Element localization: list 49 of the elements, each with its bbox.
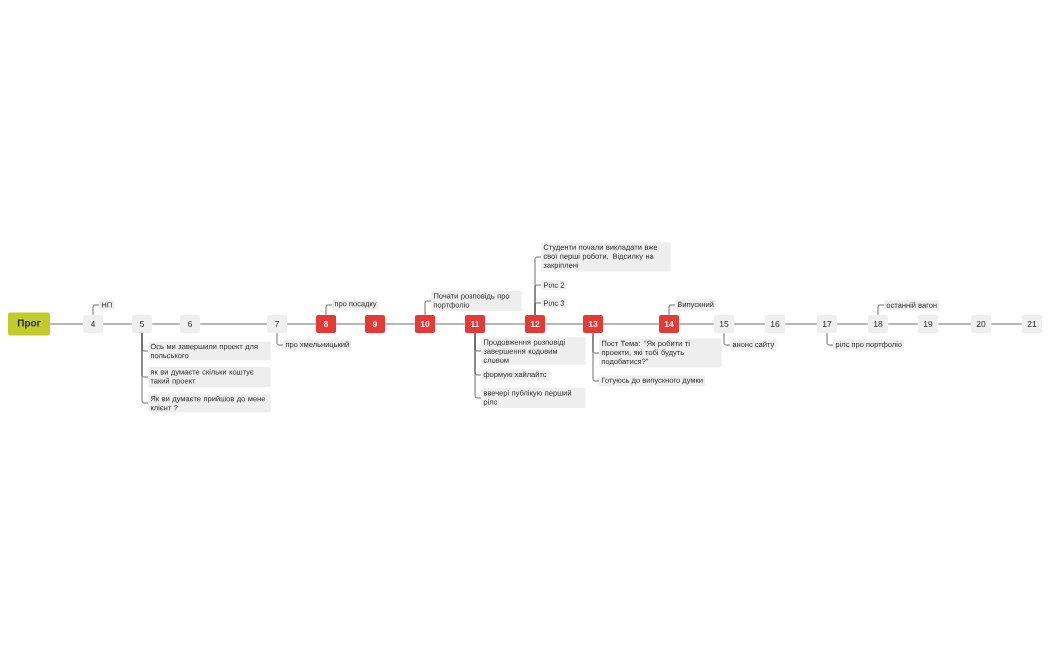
connector-line bbox=[784, 323, 818, 325]
connector-line bbox=[286, 323, 317, 325]
leader-line bbox=[534, 302, 542, 316]
step-box: 10 bbox=[415, 315, 435, 333]
leader-line bbox=[877, 304, 885, 316]
leader-line bbox=[723, 332, 731, 346]
step-box: 9 bbox=[365, 315, 385, 333]
step-box: 12 bbox=[525, 315, 545, 333]
connector-line bbox=[434, 323, 466, 325]
connector-line bbox=[836, 323, 869, 325]
step-box: 20 bbox=[971, 315, 991, 333]
step-box: 19 bbox=[918, 315, 938, 333]
step-box: 8 bbox=[316, 315, 336, 333]
leader-line bbox=[474, 332, 482, 399]
leader-line bbox=[592, 332, 600, 382]
step-box: 7 bbox=[267, 315, 287, 333]
step-box: 14 bbox=[659, 315, 679, 333]
step-box: 13 bbox=[583, 315, 603, 333]
connector-line bbox=[602, 323, 660, 325]
leader-line bbox=[826, 332, 834, 346]
connector-line bbox=[544, 323, 584, 325]
step-box: 16 bbox=[765, 315, 785, 333]
connector-line bbox=[990, 323, 1023, 325]
connector-line bbox=[733, 323, 766, 325]
leader-line bbox=[276, 332, 284, 346]
leader-line bbox=[325, 304, 333, 316]
leader-line bbox=[92, 304, 100, 316]
leader-line bbox=[424, 300, 432, 316]
connector-line bbox=[384, 323, 416, 325]
connector-line bbox=[937, 323, 972, 325]
connector-line bbox=[335, 323, 366, 325]
connector-line bbox=[678, 323, 715, 325]
connector-line bbox=[151, 323, 181, 325]
step-box: 17 bbox=[817, 315, 837, 333]
leader-line bbox=[668, 304, 676, 316]
topic-box: Прог bbox=[8, 312, 50, 336]
step-box: 15 bbox=[714, 315, 734, 333]
step-box: 4 bbox=[83, 315, 103, 333]
connector-line bbox=[887, 323, 919, 325]
step-box: 18 bbox=[868, 315, 888, 333]
connector-line bbox=[484, 323, 526, 325]
step-box: 11 bbox=[465, 315, 485, 333]
step-box: 21 bbox=[1022, 315, 1042, 333]
connector-line bbox=[49, 323, 84, 325]
step-box: 5 bbox=[132, 315, 152, 333]
leader-line bbox=[141, 332, 149, 404]
connector-line bbox=[102, 323, 133, 325]
step-box: 6 bbox=[180, 315, 200, 333]
connector-line bbox=[199, 323, 268, 325]
